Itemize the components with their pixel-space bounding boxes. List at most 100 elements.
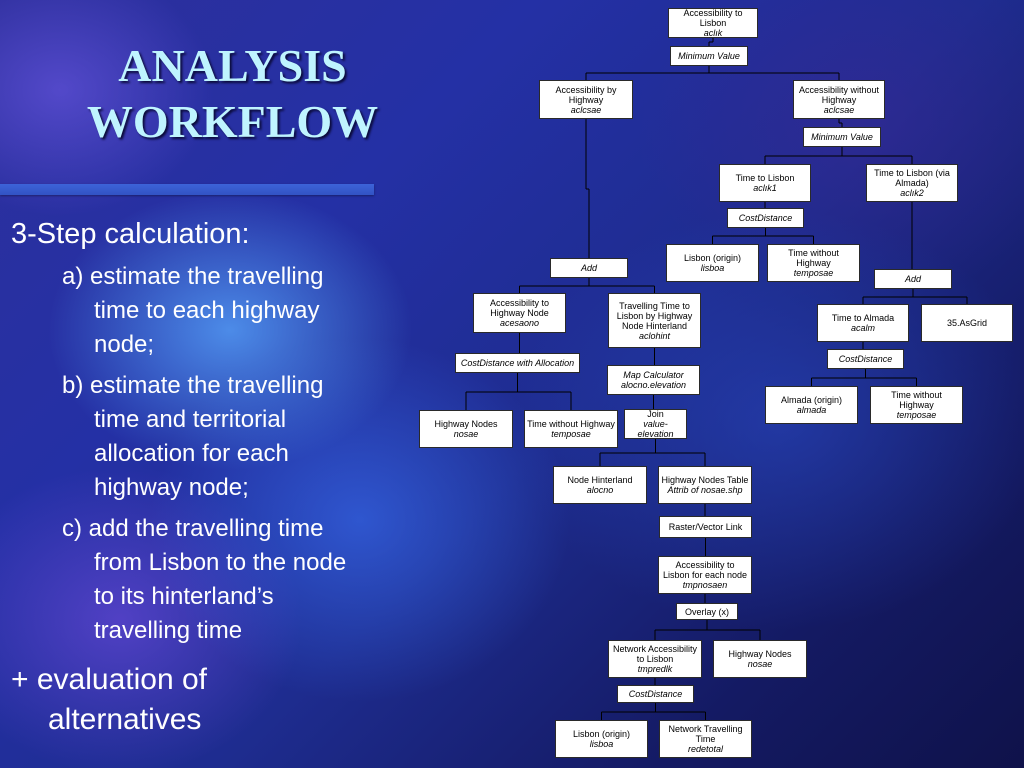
workflow-node-almada-origin: Almada (origin)almada [765, 386, 858, 424]
workflow-node-dataset: tmpredlk [637, 664, 673, 674]
bullet-line: node; [94, 331, 155, 358]
workflow-node-label: Accessibility without Highway [798, 84, 880, 105]
workflow-node-label: Minimum Value [811, 132, 873, 142]
workflow-node-label: Highway Nodes [434, 419, 498, 429]
workflow-node-raster-vector-link: Raster/Vector Link [659, 516, 752, 538]
workflow-node-label: Time to Lisbon (via Almada) [874, 168, 950, 188]
workflow-node-dataset: almada [796, 405, 827, 415]
workflow-node-label: Time to Almada [831, 313, 895, 323]
bullet-line: a) estimate the travelling [62, 263, 324, 290]
workflow-node-dataset: acesaono [499, 318, 540, 328]
workflow-node-label: Map Calculator [623, 370, 684, 380]
workflow-node-dataset: nosae [453, 429, 479, 439]
title-divider [0, 184, 374, 195]
workflow-node-lisbon-origin-2: Lisbon (origin)lisboa [555, 720, 648, 758]
bullet-line: + evaluation of [11, 663, 207, 696]
workflow-node-dataset: temposae [551, 429, 591, 439]
workflow-node-dataset: tmpnosaen [682, 580, 728, 590]
workflow-node-label: Highway Nodes [728, 649, 792, 659]
bullet-step-c: c) add the travelling time from Lisbon t… [62, 512, 346, 648]
workflow-node-costdistance-2: CostDistance [827, 349, 904, 369]
slide-title: ANALYSIS WORKFLOW [10, 38, 455, 150]
workflow-node-asgrid: 35.AsGrid [921, 304, 1013, 342]
workflow-node-label: Join [647, 409, 664, 419]
bullet-line: highway node; [94, 474, 249, 501]
workflow-node-label: Overlay (x) [684, 606, 729, 617]
bullet-line: time to each highway [94, 297, 320, 324]
bullet-three-step: 3-Step calculation: [11, 217, 250, 251]
workflow-node-dataset: lisboa [700, 263, 725, 273]
workflow-node-dataset: temposae [896, 410, 937, 420]
workflow-node-label: Accessibility to Lisbon for each node [662, 560, 748, 580]
workflow-node-label: Lisbon (origin) [572, 729, 631, 739]
workflow-node-dataset: nosae [747, 659, 773, 669]
workflow-node-label: CostDistance with Allocation [460, 358, 575, 368]
workflow-node-dataset: aclcsae [570, 104, 602, 115]
workflow-node-dataset: Attrib of nosae.shp [667, 485, 743, 495]
workflow-node-dataset: redetotal [687, 744, 724, 754]
bullet-line: c) add the travelling time [62, 515, 324, 542]
workflow-node-dataset: aclık1 [753, 183, 777, 193]
bullet-line: to its hinterland’s [94, 583, 274, 610]
workflow-node-label: 35.AsGrid [946, 318, 988, 328]
workflow-node-lisbon-origin-1: Lisbon (origin)lisboa [666, 244, 759, 282]
workflow-node-label: Highway Nodes Table [661, 475, 749, 485]
workflow-node-label: Time to Lisbon [735, 173, 795, 183]
workflow-node-overlay: Overlay (x) [676, 603, 738, 620]
workflow-node-add-1: Add [550, 258, 628, 278]
workflow-node-label: Travelling Time to Lisbon by Highway Nod… [616, 300, 693, 331]
workflow-node-dataset: aclık2 [900, 188, 924, 198]
workflow-node-costdistance-3: CostDistance [617, 685, 694, 703]
bullet-line: 3-Step calculation: [11, 218, 250, 250]
workflow-node-time-lisbon-almada: Time to Lisbon (via Almada)aclık2 [866, 164, 958, 202]
workflow-node-label: Add [904, 274, 921, 284]
bullet-evaluation: + evaluation of alternatives [11, 660, 207, 740]
workflow-node-label: Accessibility to Highway Node [489, 298, 550, 318]
workflow-node-dataset: acalm [850, 323, 875, 333]
workflow-node-label: Network Accessibility to Lisbon [612, 644, 698, 664]
workflow-node-label: CostDistance [738, 213, 793, 223]
workflow-node-costdistance-1: CostDistance [727, 208, 804, 228]
bullet-step-b: b) estimate the travelling time and terr… [62, 369, 323, 505]
workflow-node-dataset: aclık [703, 28, 723, 38]
workflow-node-label: Raster/Vector Link [668, 522, 743, 532]
workflow-node-dataset: alocno.elevation [620, 380, 687, 390]
workflow-node-label: Node Hinterland [567, 475, 633, 485]
workflow-node-dataset: temposae [793, 268, 834, 278]
workflow-node-travel-time-hinterland: Travelling Time to Lisbon by Highway Nod… [608, 293, 701, 348]
bullet-line: time and territorial [94, 406, 287, 433]
bullet-line: b) estimate the travelling [62, 372, 324, 399]
workflow-node-costdistance-allocation: CostDistance with Allocation [455, 353, 580, 373]
slide-title-line2: WORKFLOW [86, 96, 379, 147]
workflow-node-min-value-1: Minimum Value [670, 46, 748, 66]
workflow-node-label: CostDistance [628, 689, 683, 699]
workflow-node-label: Network Travelling Time [668, 724, 743, 744]
workflow-node-label: Accessibility to Lisbon [683, 8, 743, 28]
bullet-line: allocation for each [94, 440, 289, 467]
workflow-node-label: Accessibility by Highway [555, 84, 617, 105]
bullet-line: travelling time [94, 617, 243, 644]
bullet-line: alternatives [48, 703, 202, 736]
bullet-step-a: a) estimate the travelling time to each … [62, 260, 323, 362]
workflow-node-add-2: Add [874, 269, 952, 289]
bullet-line: from Lisbon to the node [94, 549, 347, 576]
workflow-node-dataset: aclcsae [823, 104, 855, 115]
